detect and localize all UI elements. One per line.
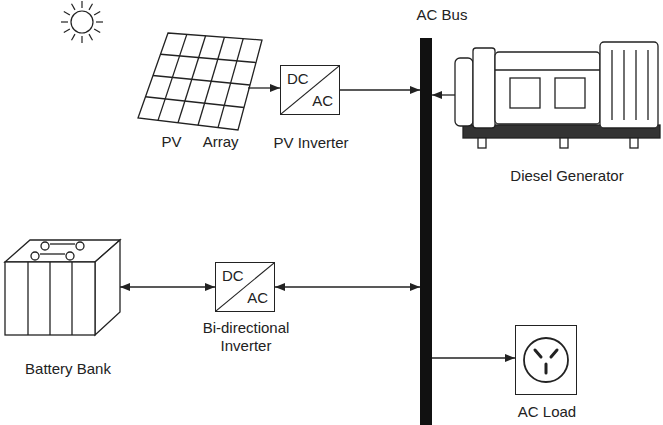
node-label: Bi-directional Inverter <box>191 319 301 355</box>
pv-inverter: DCACPV Inverter <box>280 65 340 115</box>
diesel-generator-drawing <box>455 42 660 148</box>
node-label: PV Array <box>161 133 238 151</box>
node-label: Battery Bank <box>25 360 111 378</box>
node-label: AC Load <box>518 403 576 421</box>
converter-text: AC <box>312 92 333 110</box>
power-flow-arrow <box>432 357 515 358</box>
power-flow-arrow <box>340 89 420 90</box>
converter-text: AC <box>247 289 268 307</box>
power-flow-arrow <box>432 94 455 95</box>
pv-panel <box>138 33 264 130</box>
ac-bus: AC Bus <box>420 38 432 425</box>
node-label: AC Bus <box>417 6 468 24</box>
diesel-generator: Diesel Generator <box>455 42 660 140</box>
sun-icon <box>61 1 103 43</box>
converter-text: DC <box>222 267 244 285</box>
bidirectional-inverter: DCACBi-directional Inverter <box>215 262 275 312</box>
pv-array: PV Array <box>138 33 264 131</box>
node-label: PV Inverter <box>273 134 348 152</box>
node-label: Diesel Generator <box>510 167 623 185</box>
power-flow-arrow <box>275 286 420 287</box>
battery-bank: Battery Bank <box>5 238 120 338</box>
outlet-symbol <box>516 326 576 394</box>
converter-text: DC <box>287 70 309 88</box>
battery-bank-drawing <box>5 240 120 335</box>
power-flow-arrow <box>264 87 280 88</box>
ac-load: AC Load <box>515 325 577 395</box>
power-flow-arrow <box>120 286 215 287</box>
